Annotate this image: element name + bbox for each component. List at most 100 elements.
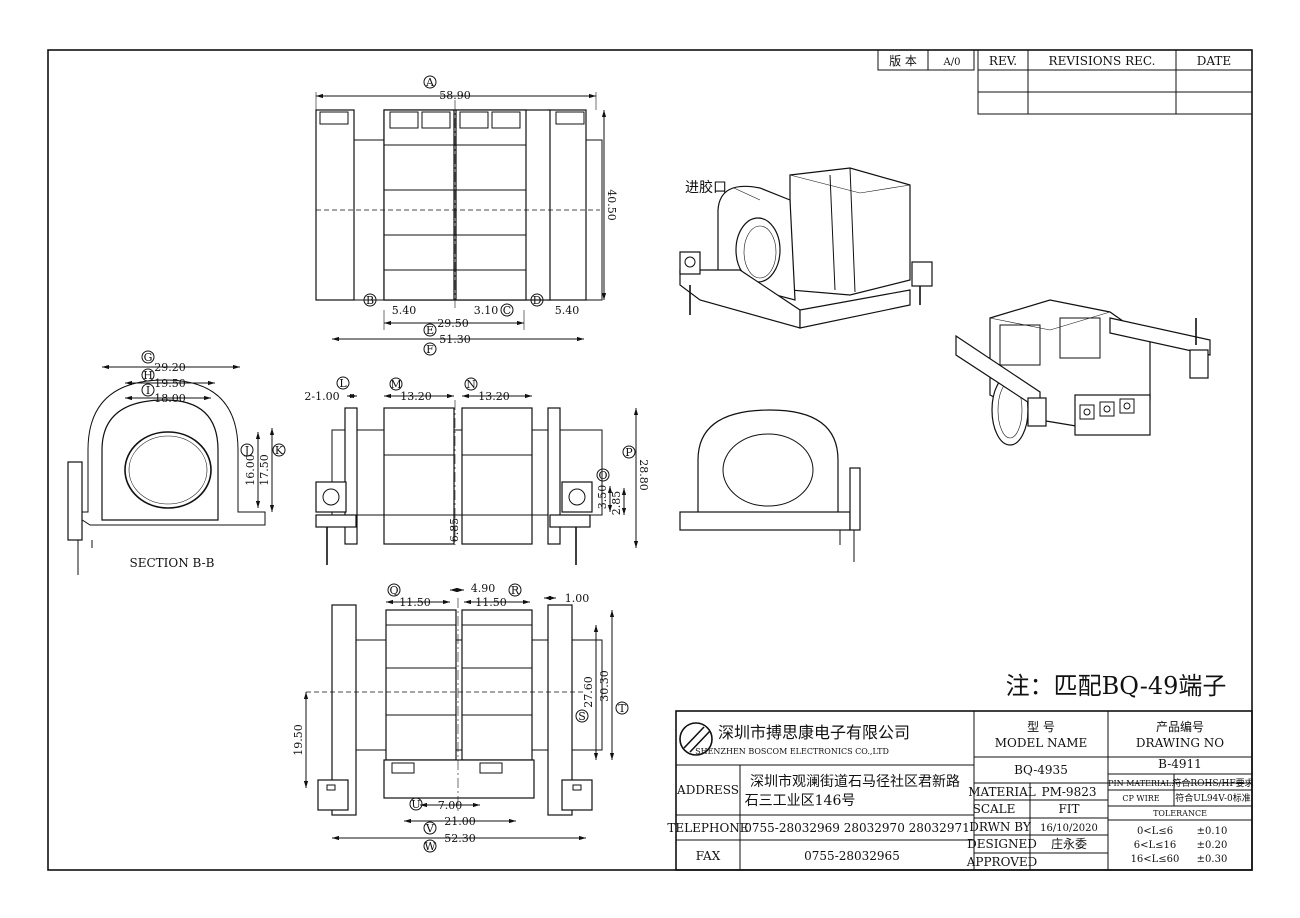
callout-w: W <box>424 840 436 853</box>
dim-2-85: 2.85 <box>610 491 623 516</box>
address-label: ADDRESS <box>676 783 739 797</box>
dim-51-30: 51.30 <box>439 333 471 346</box>
dim-17-50: 17.50 <box>258 454 271 486</box>
callout-b: B <box>366 294 374 307</box>
tolerance-range-3: 16<L≤60 <box>1131 854 1180 865</box>
address-line1: 深圳市观澜街道石马径社区君新路 <box>750 773 960 790</box>
callout-c: C <box>503 304 511 317</box>
tolerance-label: TOLERANCE <box>1153 809 1207 818</box>
bottom-view: 4.90 11.50 Q 11.50 R 1.00 27.60 S 30.30 … <box>292 582 629 853</box>
drawn-by-value: 16/10/2020 <box>1040 823 1098 834</box>
callout-q: Q <box>389 584 398 597</box>
tolerance-value-1: ±0.10 <box>1197 826 1228 837</box>
pin-material-value: 符合ROHS/HF要求 <box>1172 777 1253 789</box>
note-text: 注：匹配BQ-49端子 <box>1006 672 1227 700</box>
material-label: MATERIAL <box>968 785 1036 799</box>
dim-40-50: 40.50 <box>605 189 618 221</box>
dim-3-10: 3.10 <box>474 304 499 317</box>
callout-t: T <box>618 702 626 715</box>
company-name-cn: 深圳市搏思康电子有限公司 <box>718 723 910 742</box>
tolerance-value-2: ±0.20 <box>1197 840 1228 851</box>
dim-11-50-left: 11.50 <box>399 596 431 609</box>
company-name-en: SHENZHEN BOSCOM ELECTRONICS CO.,LTD <box>695 747 889 756</box>
callout-m: M <box>390 378 401 391</box>
version-value: A/0 <box>943 57 961 68</box>
dim-13-20-left: 13.20 <box>400 390 432 403</box>
scale-value: FIT <box>1058 802 1079 816</box>
callout-i: I <box>146 384 150 397</box>
address-line2: 石三工业区146号 <box>745 793 856 809</box>
dim-16-00: 16.00 <box>244 454 257 486</box>
callout-d: D <box>533 294 542 307</box>
top-view: 58.90 A 40.50 5.40 B 3.10 C D 5.40 29.50… <box>315 75 618 356</box>
fax-label: FAX <box>696 849 721 863</box>
dim-13-20-right: 13.20 <box>478 390 510 403</box>
callout-v: V <box>425 822 435 835</box>
callout-h: H <box>143 369 153 382</box>
dim-1-00: 1.00 <box>565 592 590 605</box>
front-view: 2-1.00 L 13.20 M 13.20 N 28.80 P 3.50 O … <box>304 376 650 565</box>
drawing-no-en: DRAWING NO <box>1136 736 1224 750</box>
tolerance-range-2: 6<L≤16 <box>1134 840 1177 851</box>
callout-r: R <box>511 584 520 597</box>
callout-e: E <box>426 324 434 337</box>
section-b-b-view: SECTION B-B 29.20 G 19.50 H 18.00 I 16.0… <box>67 350 286 575</box>
dim-3-50: 3.50 <box>596 485 609 510</box>
revision-block: 版 本 A/0 REV. REVISIONS REC. DATE <box>877 49 1253 115</box>
dim-4-90: 4.90 <box>471 582 496 595</box>
dim-2-1-00: 2-1.00 <box>304 390 339 403</box>
drawn-by-label: DRWN BY <box>969 820 1032 834</box>
cp-wire-label: CP WIRE <box>1122 794 1159 803</box>
dim-5-40-left: 5.40 <box>392 304 417 317</box>
callout-a: A <box>425 76 435 89</box>
callout-g: G <box>144 351 153 364</box>
model-name-en: MODEL NAME <box>995 736 1088 750</box>
gate-callout: 进胶口 <box>685 179 727 196</box>
dim-19-50-bottom: 19.50 <box>292 724 305 756</box>
dim-18-00: 18.00 <box>154 392 186 405</box>
isometric-view-rear <box>955 299 1211 446</box>
callout-o: O <box>598 469 607 482</box>
dim-5-40-right: 5.40 <box>555 304 580 317</box>
dim-29-20: 29.20 <box>154 361 186 374</box>
section-label: SECTION B-B <box>130 556 215 570</box>
dim-52-30: 52.30 <box>444 832 476 845</box>
drawing-no-value: B-4911 <box>1158 757 1202 771</box>
title-block: 深圳市搏思康电子有限公司 SHENZHEN BOSCOM ELECTRONICS… <box>667 710 1254 871</box>
callout-n: N <box>466 378 476 391</box>
dim-11-50-right: 11.50 <box>475 596 507 609</box>
designed-value: 庄永委 <box>1051 836 1087 851</box>
callout-s: S <box>578 710 586 723</box>
side-view <box>679 409 861 562</box>
designed-label: DESIGNED <box>967 837 1037 851</box>
scale-label: SCALE <box>973 802 1016 816</box>
telephone-label: TELEPHONE <box>667 821 748 835</box>
revisions-label: REVISIONS REC. <box>1049 54 1156 68</box>
dim-6-85: 6.85 <box>448 518 461 543</box>
dim-27-60: 27.60 <box>582 676 595 708</box>
dim-19-50: 19.50 <box>154 377 186 390</box>
callout-p: P <box>625 446 633 459</box>
company-logo <box>679 722 713 756</box>
telephone-value: 0755-28032969 28032970 28032971 <box>744 821 969 835</box>
dim-29-50: 29.50 <box>437 317 469 330</box>
dim-7-00: 7.00 <box>438 799 463 812</box>
drawing-no-cn: 产品编号 <box>1156 719 1204 734</box>
model-name-value: BQ-4935 <box>1014 763 1068 777</box>
sheet-border <box>47 49 1253 871</box>
pin-material-label: PIN MATERIAL: <box>1108 779 1174 788</box>
dim-28-80: 28.80 <box>637 459 650 491</box>
model-name-cn: 型 号 <box>1027 720 1055 734</box>
callout-l: L <box>339 377 347 390</box>
dim-30-30: 30.30 <box>598 670 611 702</box>
rev-label: REV. <box>989 54 1017 68</box>
material-value: PM-9823 <box>1042 785 1097 799</box>
tolerance-range-1: 0<L≤6 <box>1137 826 1173 837</box>
tolerance-value-3: ±0.30 <box>1197 854 1228 865</box>
version-label: 版 本 <box>889 54 917 68</box>
dim-21-00: 21.00 <box>444 815 476 828</box>
callout-f: F <box>426 343 434 356</box>
date-label: DATE <box>1197 54 1231 68</box>
approved-label: APPROVED <box>966 855 1038 869</box>
cp-wire-value: 符合UL94V-0标准 <box>1175 792 1250 804</box>
